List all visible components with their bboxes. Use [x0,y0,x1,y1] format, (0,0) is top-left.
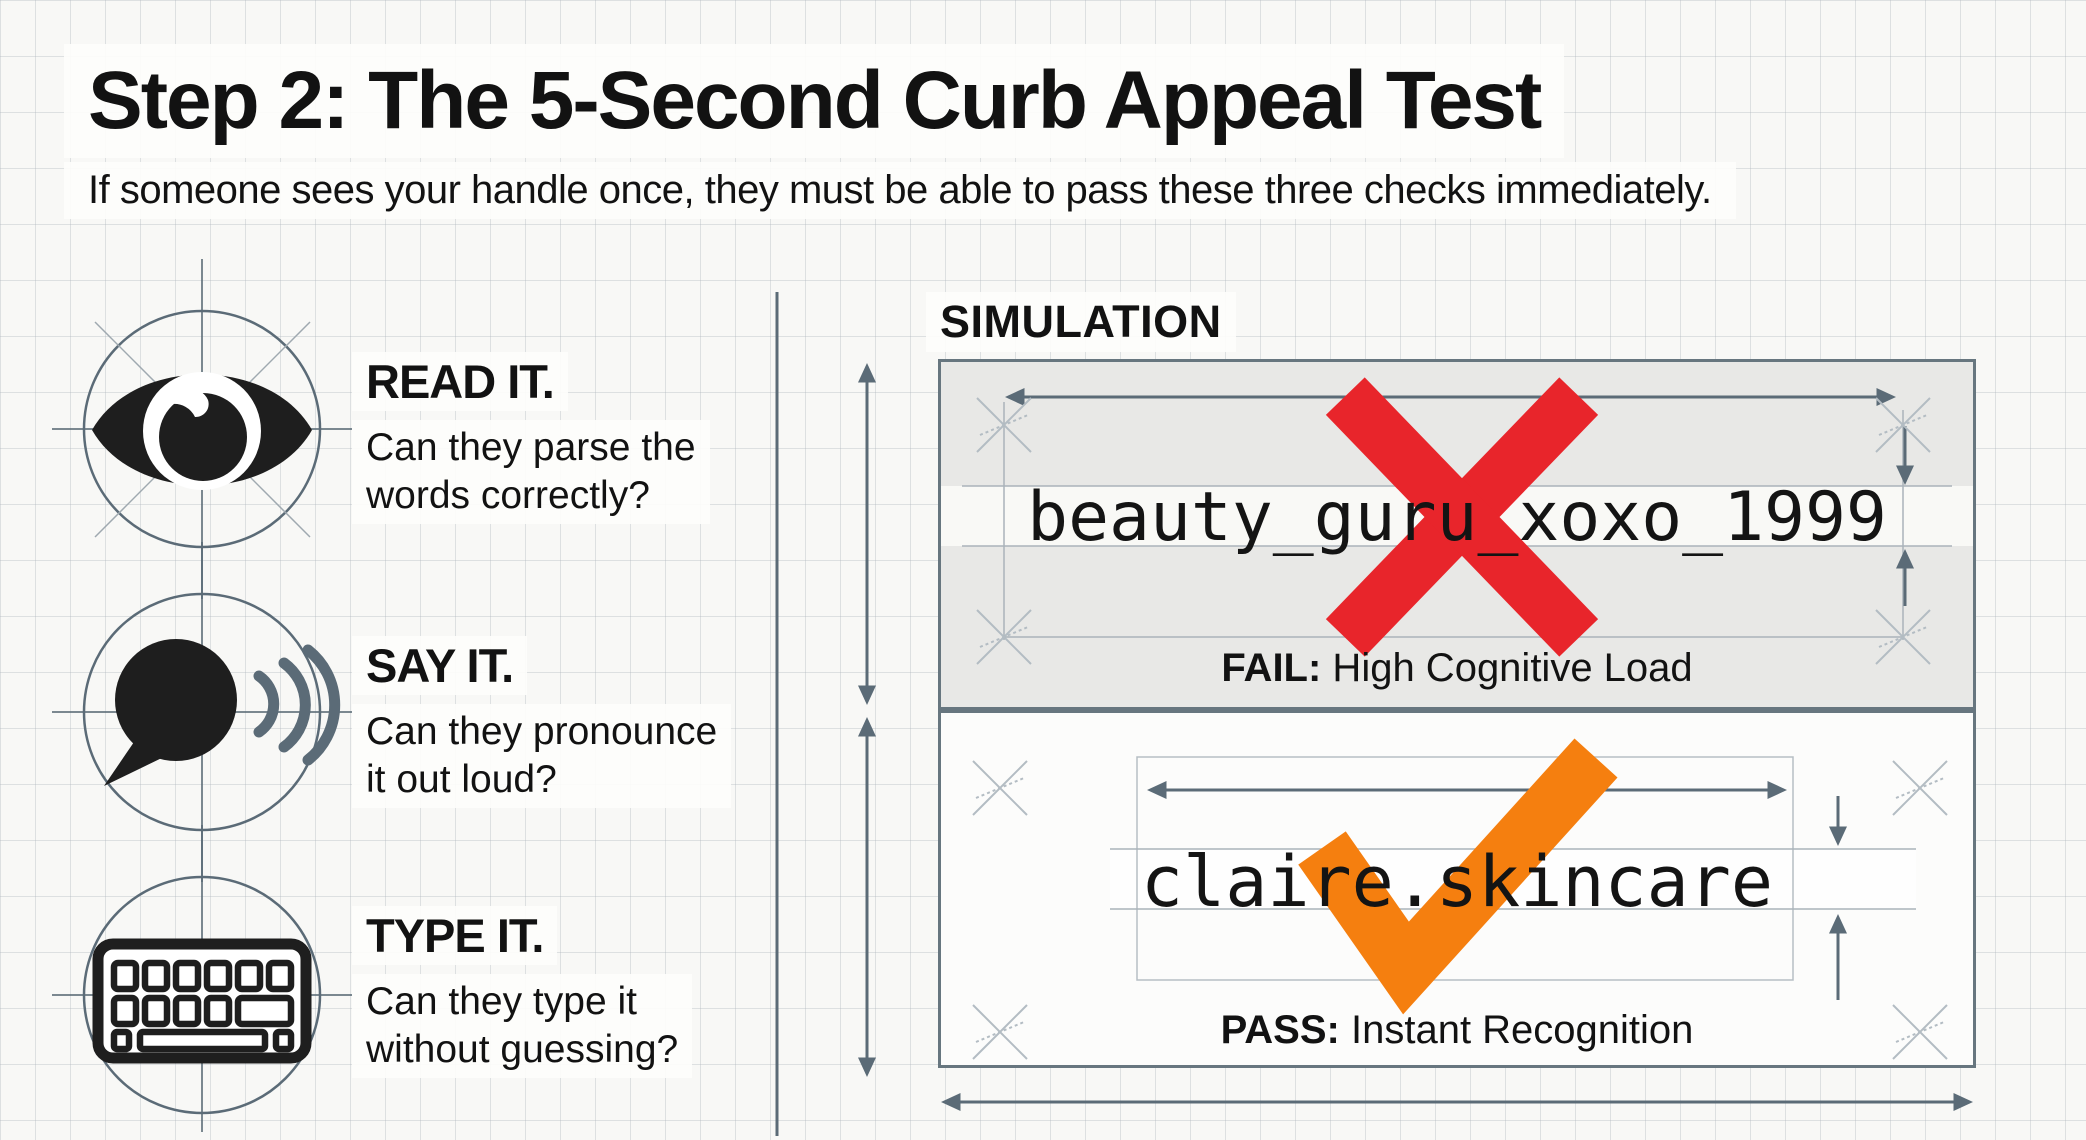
pass-label: PASS: [1220,1008,1340,1052]
check-read-title: READ IT. [352,352,568,411]
speech-bubble-icon [104,639,341,786]
check-type-description: Can they type it without guessing? [352,974,693,1078]
check-read-line2: words correctly? [366,474,650,517]
check-type-line1: Can they type it [366,980,637,1023]
fail-label: FAIL: [1221,646,1322,690]
eye-icon [92,372,312,490]
say-icon-blueprint-circle [52,542,352,882]
check-read-description: Can they parse the words correctly? [352,420,710,524]
check-say-description: Can they pronounce it out loud? [352,704,732,808]
fail-caption: FAIL: High Cognitive Load [938,646,1976,691]
check-read-line1: Can they parse the [366,426,696,469]
keyboard-icon [92,938,312,1064]
check-type-line2: without guessing? [366,1028,679,1071]
fail-handle-text: beauty_guru_xoxo_1999 [1027,478,1887,557]
simulation-heading: SIMULATION [926,292,1236,352]
check-say-line1: Can they pronounce [366,710,718,753]
pass-caption: PASS: Instant Recognition [938,1008,1976,1053]
check-type-title: TYPE IT. [352,906,558,965]
type-icon-blueprint-circle [52,825,352,1132]
check-say-title: SAY IT. [352,636,528,695]
pass-handle-text: claire.skincare [1140,841,1774,923]
read-icon-blueprint-circle [52,259,352,599]
page-subtitle: If someone sees your handle once, they m… [64,162,1736,219]
fail-reason: High Cognitive Load [1321,646,1693,690]
page-title: Step 2: The 5-Second Curb Appeal Test [64,44,1565,158]
pass-reason: Instant Recognition [1339,1008,1694,1052]
check-say-line2: it out loud? [366,758,557,801]
